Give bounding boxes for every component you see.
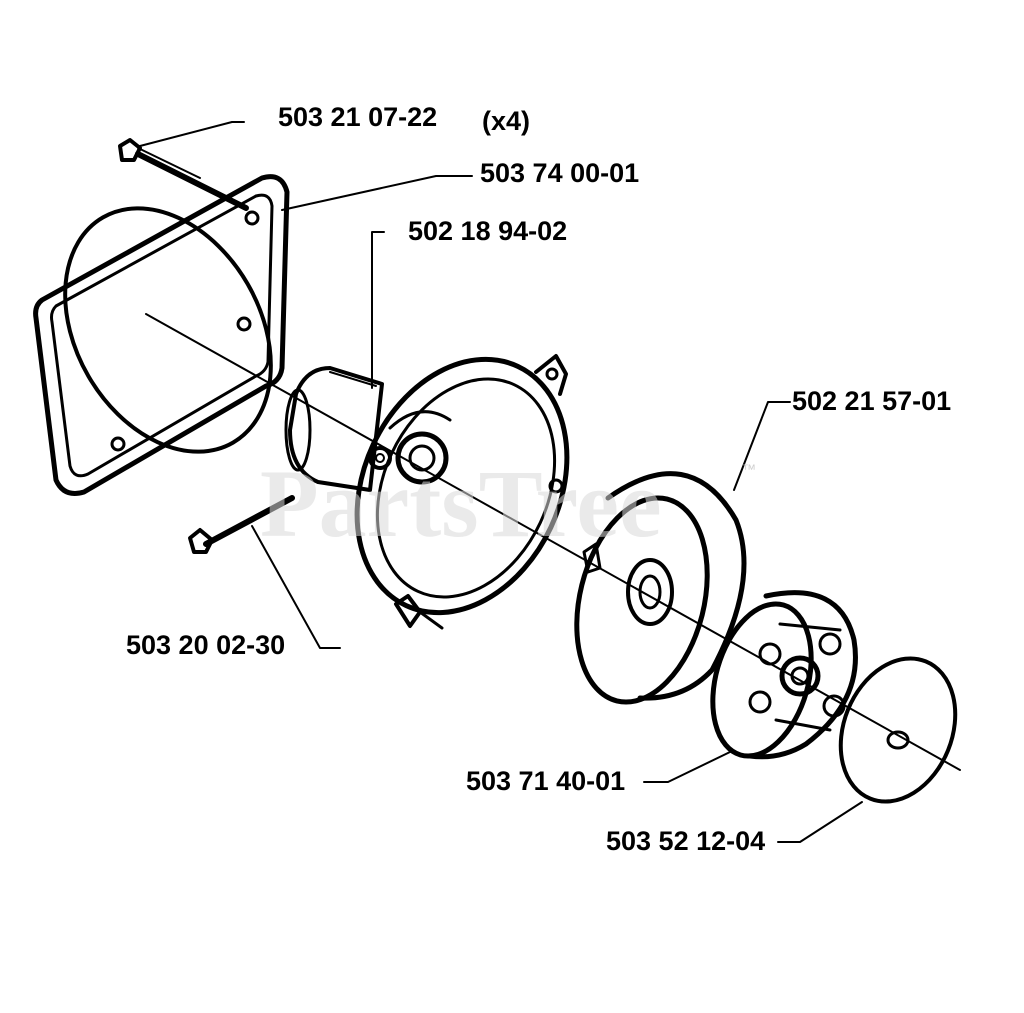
lower-bolt <box>188 495 295 554</box>
callout-gasket: 503 74 00-01 <box>480 158 640 188</box>
callout-housing: 502 18 94-02 <box>408 216 568 246</box>
gasket-plate <box>33 174 290 496</box>
callout-lower-bolt: 503 20 02-30 <box>126 630 286 660</box>
washer <box>838 656 958 804</box>
clutch-assembly <box>710 590 858 760</box>
callout-bolt-quantity: (x4) <box>482 106 531 136</box>
callout-clutch-drum: 502 21 57-01 <box>792 386 952 416</box>
housing-flange <box>354 354 570 630</box>
callout-washer: 503 52 12-04 <box>606 826 766 856</box>
watermark-trademark: ™ <box>742 461 756 477</box>
callout-bolt-part-number: 503 21 07-22 <box>278 102 438 132</box>
clutch-drum <box>574 471 747 705</box>
assembly-axis-line <box>145 313 961 771</box>
housing-body <box>284 366 384 492</box>
callout-clutch-assembly: 503 71 40-01 <box>466 766 626 796</box>
watermark: PartsTree <box>260 450 662 557</box>
top-bolt <box>118 138 249 211</box>
leader-lines <box>139 121 863 843</box>
